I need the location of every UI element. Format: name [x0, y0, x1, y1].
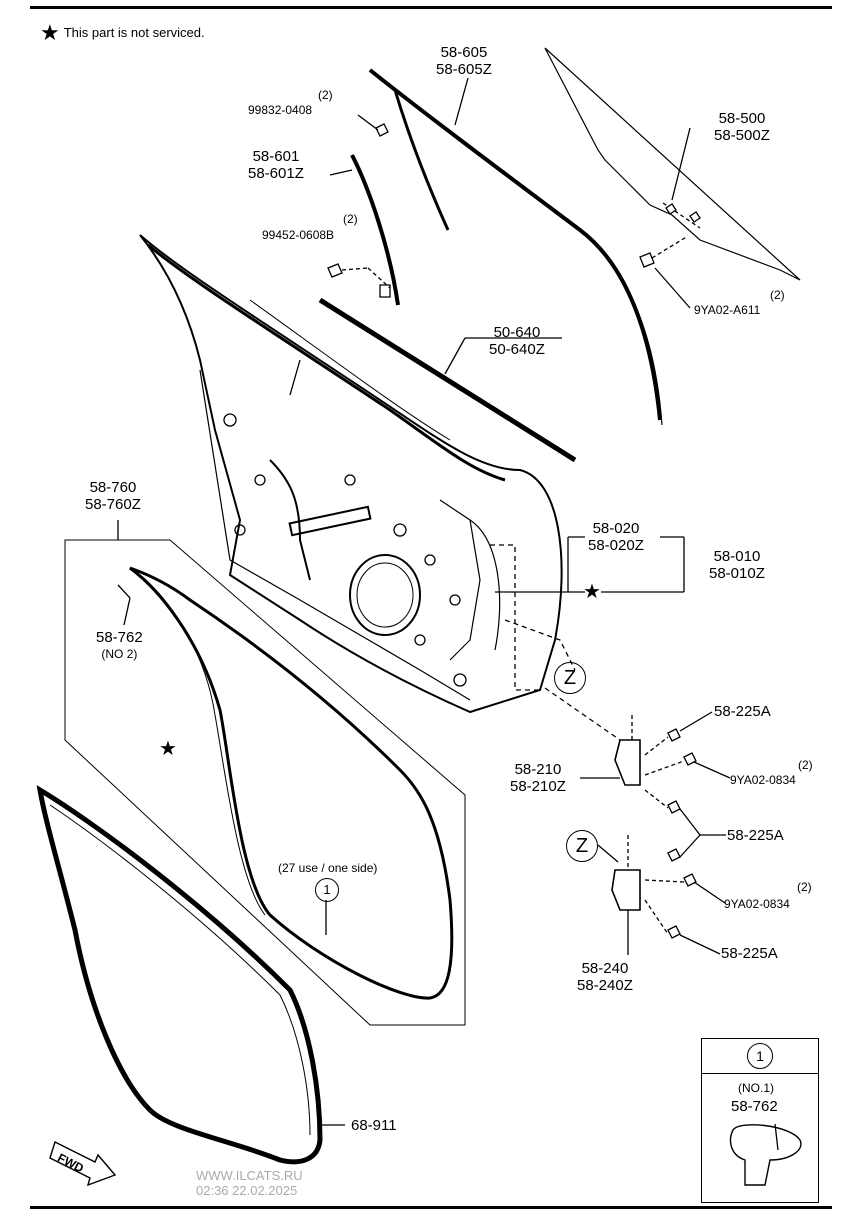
inner-weatherstrip — [129, 566, 454, 1000]
lower-hinge — [611, 869, 641, 911]
qty-99452: (2) — [343, 212, 358, 226]
label-58-225a-3: 58-225A — [721, 945, 778, 962]
bottom-border — [30, 1206, 832, 1209]
label-9ya02-a611: 9YA02-A611 — [694, 303, 761, 317]
fwd-arrow-shape — [49, 1141, 117, 1187]
star-icon: ★ — [40, 20, 60, 45]
qty-9ya02-a611: (2) — [770, 288, 785, 302]
glass-run-channel — [368, 68, 662, 421]
not-serviced-star: ★ — [583, 581, 601, 603]
label-58-225a-2: 58-225A — [727, 827, 784, 844]
qty-99832: (2) — [318, 88, 333, 102]
clip-icon — [729, 1124, 802, 1186]
not-serviced-star: ★ — [159, 738, 177, 760]
clip-detail-part: 58-762 — [731, 1098, 778, 1115]
qty-9ya02-0834-2: (2) — [797, 880, 812, 894]
clip-detail-box: 1 (NO.1) 58-762 — [701, 1038, 819, 1203]
label-58-762: 58-762(NO 2) — [96, 629, 143, 661]
door-glass — [544, 47, 801, 281]
z-reference-circle: Z — [554, 662, 586, 694]
clip-detail-no: (NO.1) — [738, 1081, 774, 1095]
legend-text: This part is not serviced. — [63, 25, 205, 40]
z-reference-circle: Z — [566, 830, 598, 862]
clip-detail-circle: 1 — [747, 1043, 773, 1069]
clip-detail-header: 1 — [702, 1039, 818, 1074]
top-border — [30, 6, 832, 9]
door-panel-outline — [139, 234, 563, 714]
upper-hinge — [614, 739, 641, 786]
rear-channel — [350, 154, 400, 306]
clip-reference-circle: 1 — [315, 878, 339, 902]
glass-bolt — [639, 252, 655, 268]
weatherstrip-box — [64, 539, 466, 1026]
watermark: WWW.ILCATS.RU 02:36 22.02.2025 — [196, 1168, 303, 1198]
label-99832-0408: 99832-0408 — [248, 103, 313, 117]
label-9ya02-0834-2: 9YA02-0834 — [724, 897, 790, 911]
label-9ya02-0834-1: 9YA02-0834 — [730, 773, 796, 787]
label-use-note: (27 use / one side) — [278, 861, 378, 875]
beltline-weatherstrip — [318, 297, 577, 463]
legend-note: ★This part is not serviced. — [40, 20, 205, 46]
qty-9ya02-0834-1: (2) — [798, 758, 813, 772]
label-58-225a-1: 58-225A — [714, 703, 771, 720]
label-68-911: 68-911 — [351, 1117, 397, 1134]
outer-weatherstrip — [36, 785, 323, 1165]
label-99452-0608b: 99452-0608B — [262, 228, 335, 242]
